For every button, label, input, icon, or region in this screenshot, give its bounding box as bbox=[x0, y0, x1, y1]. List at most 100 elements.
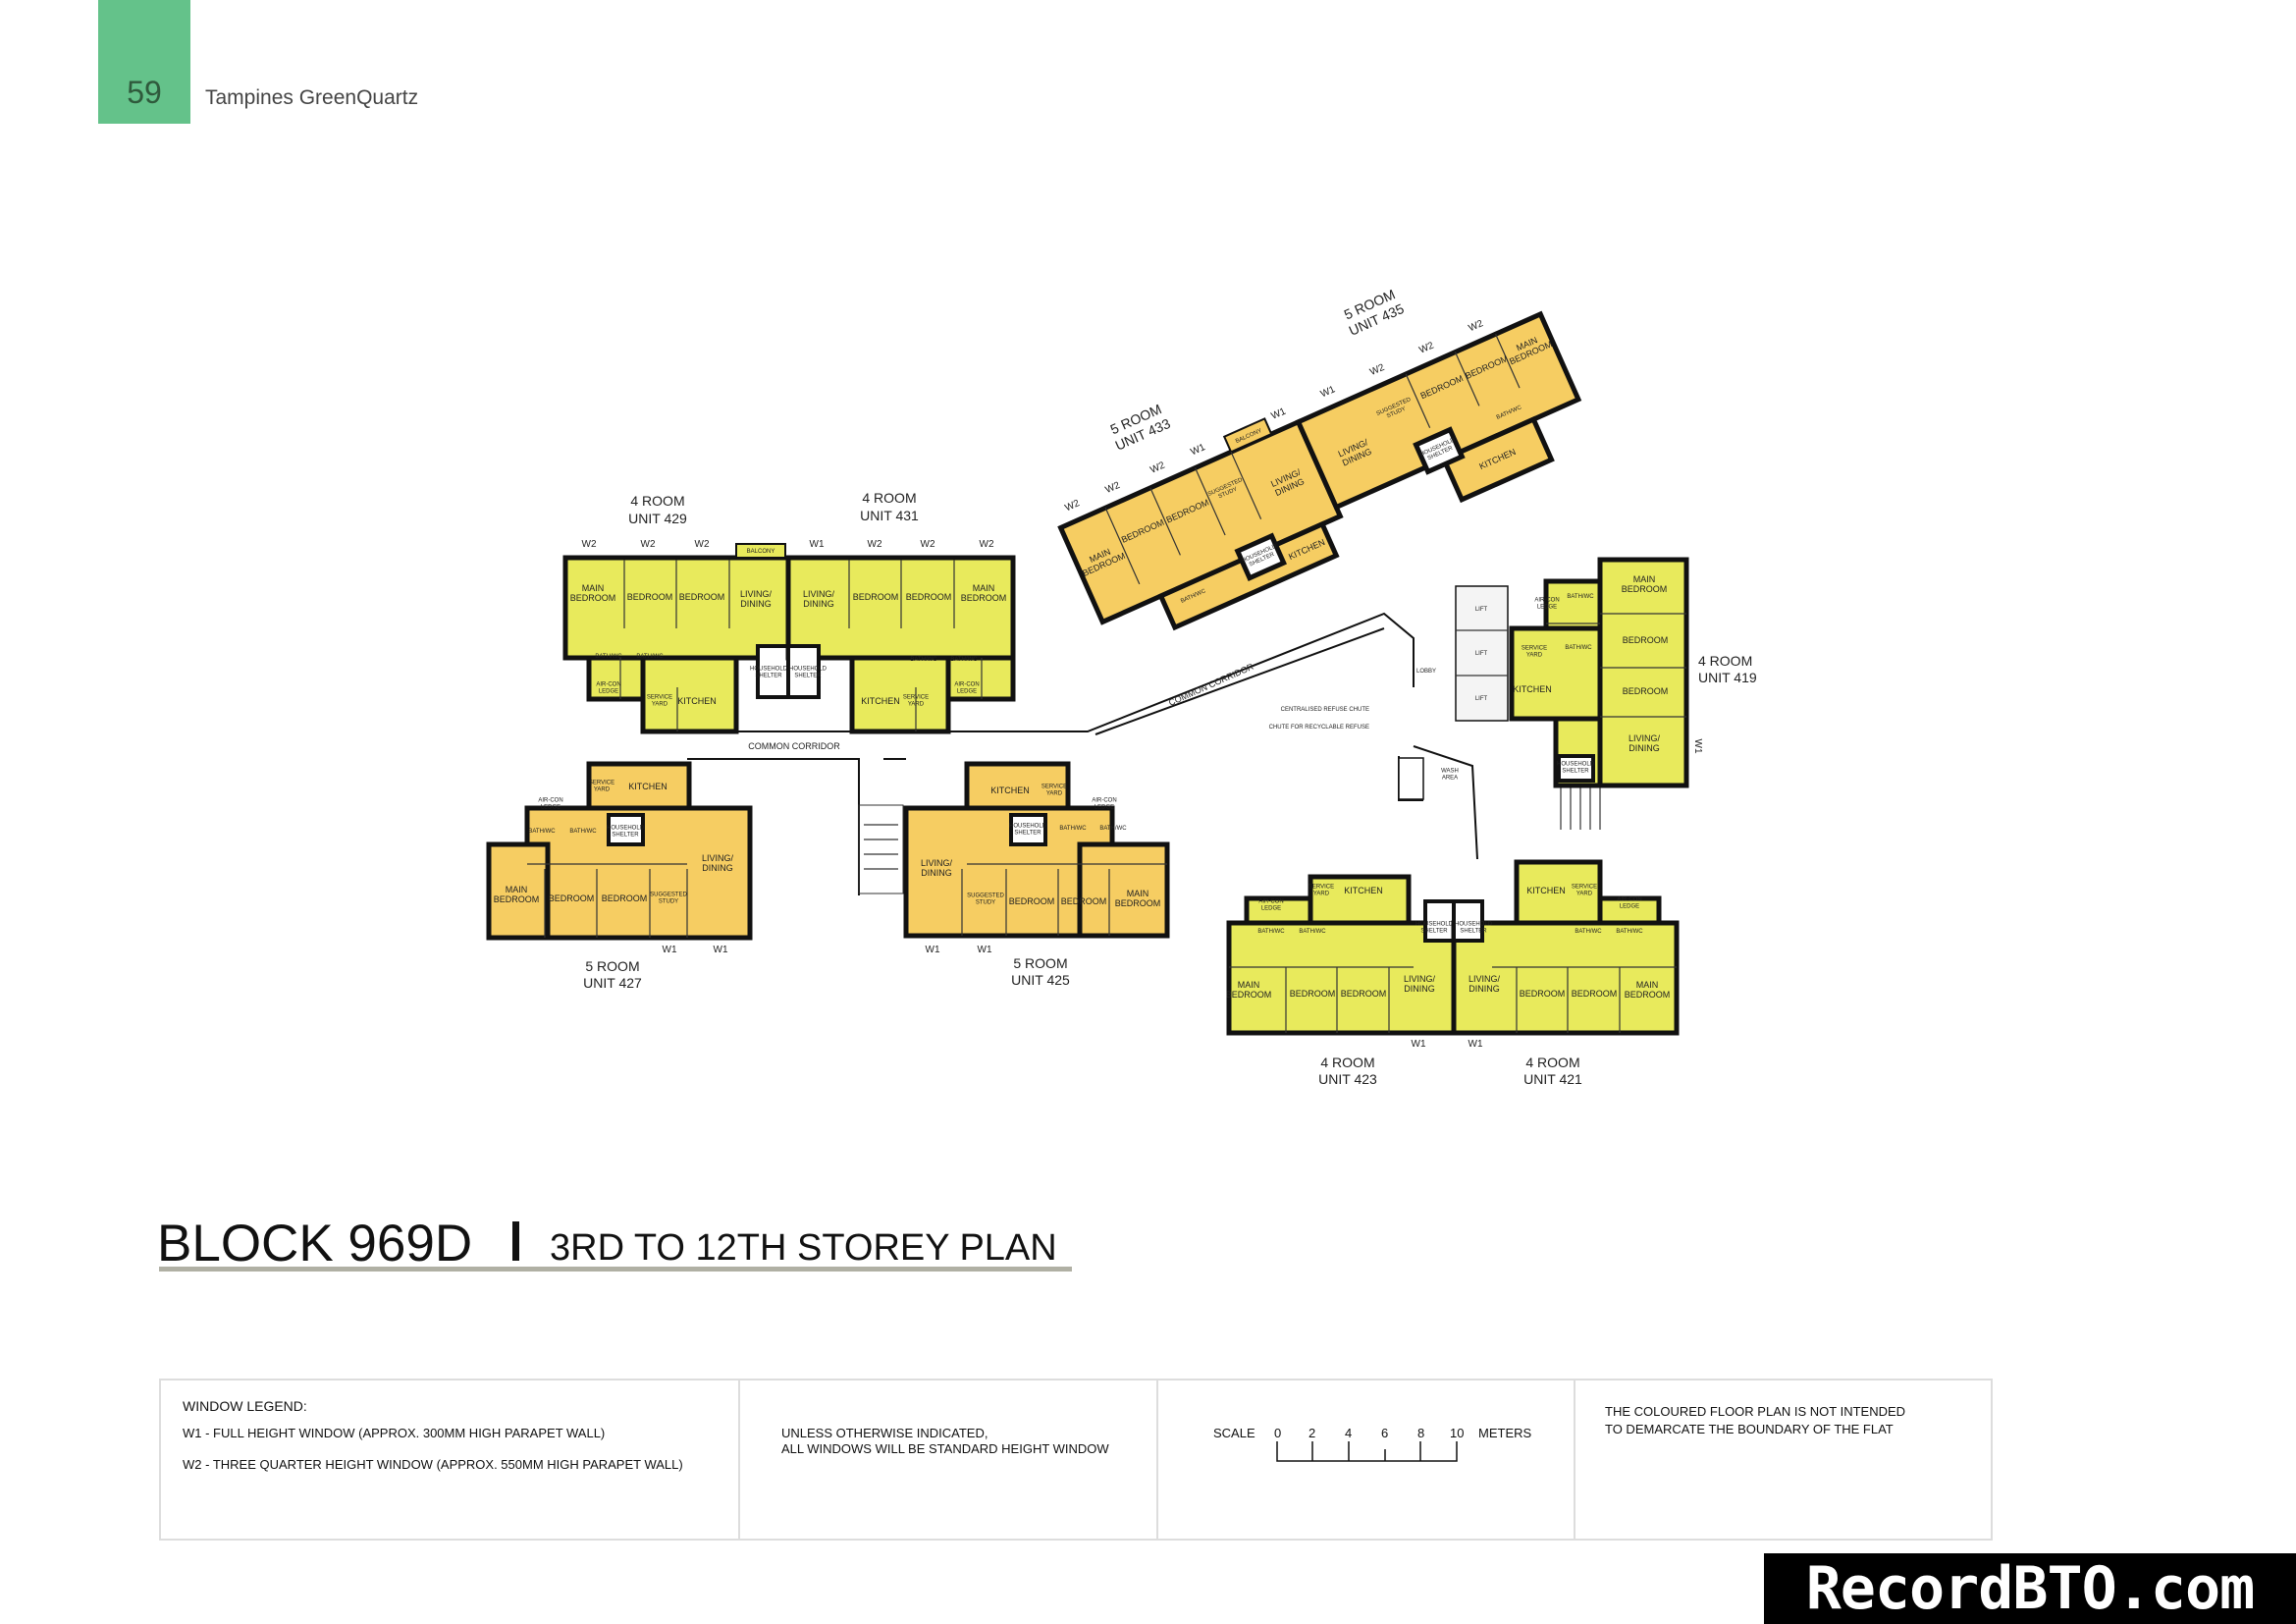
unit-number: UNIT 421 bbox=[1523, 1071, 1582, 1087]
room-label: W2 bbox=[921, 539, 935, 550]
room-label: BATH/WC bbox=[1565, 645, 1592, 651]
room-label: BATH/WC bbox=[1257, 929, 1285, 935]
room-label: W2 bbox=[1104, 480, 1123, 496]
room-label: W1 bbox=[926, 945, 940, 955]
unit-number: UNIT 423 bbox=[1318, 1071, 1377, 1087]
room-label: W2 bbox=[582, 539, 597, 550]
disclaimer-line-2: TO DEMARCATE THE BOUNDARY OF THE FLAT bbox=[1605, 1422, 1894, 1436]
room-label: BEDROOM bbox=[1009, 896, 1055, 906]
room-label: BATH/WC bbox=[595, 654, 622, 660]
unit-type: 4 ROOM bbox=[862, 490, 916, 506]
room-label: LIFT bbox=[1475, 651, 1488, 657]
legend-box: WINDOW LEGEND: W1 - FULL HEIGHT WINDOW (… bbox=[159, 1379, 1993, 1541]
room-label: CENTRALISED REFUSE CHUTE bbox=[1281, 707, 1369, 713]
room-label: BATH/WC bbox=[1616, 929, 1643, 935]
unit-number: UNIT 427 bbox=[583, 975, 642, 991]
room-label: W2 bbox=[641, 539, 656, 550]
room-label: BEDROOM bbox=[679, 592, 725, 602]
document-title: Tampines GreenQuartz bbox=[205, 86, 419, 109]
room-label: KITCHEN bbox=[677, 696, 717, 706]
common-corridor-label: COMMON CORRIDOR bbox=[1167, 661, 1255, 707]
window-note-line-2: ALL WINDOWS WILL BE STANDARD HEIGHT WIND… bbox=[781, 1441, 1109, 1456]
room-label: BEDROOM bbox=[1623, 635, 1669, 645]
room-label: BEDROOM bbox=[1572, 989, 1618, 999]
room-label: KITCHEN bbox=[1526, 886, 1566, 895]
room-label: BEDROOM bbox=[602, 893, 648, 903]
room-label: BEDROOM bbox=[1061, 896, 1107, 906]
room-label: W1 bbox=[1468, 1039, 1483, 1050]
room-label: LOBBY bbox=[1416, 669, 1436, 675]
room-label: W1 bbox=[1412, 1039, 1426, 1050]
page-number-badge: 59 bbox=[98, 0, 190, 124]
room-label: KITCHEN bbox=[628, 782, 667, 791]
room-label: BEDROOM bbox=[853, 592, 899, 602]
room-label: W2 bbox=[868, 539, 882, 550]
unit-type: 4 ROOM bbox=[630, 493, 684, 509]
room-label: W1 bbox=[714, 945, 728, 955]
scale-tick: 10 bbox=[1450, 1426, 1465, 1440]
room-label: BEDROOM bbox=[627, 592, 673, 602]
room-label: LIVING/DINING bbox=[740, 589, 773, 609]
room-label: LIFT bbox=[1475, 607, 1488, 613]
window-legend-heading: WINDOW LEGEND: bbox=[183, 1398, 307, 1414]
room-label: W1 bbox=[1270, 406, 1289, 421]
room-label: BEDROOM bbox=[1623, 686, 1669, 696]
room-label: W2 bbox=[1368, 362, 1387, 378]
room-label: BATH/WC bbox=[950, 657, 978, 663]
unit-number: UNIT 425 bbox=[1011, 972, 1070, 988]
room-label: LIVING/DINING bbox=[803, 589, 835, 609]
room-label: BATH/WC bbox=[636, 654, 664, 660]
window-legend-w1: W1 - FULL HEIGHT WINDOW (APPROX. 300MM H… bbox=[183, 1426, 606, 1440]
room-label: W2 bbox=[695, 539, 710, 550]
room-label: BEDROOM bbox=[549, 893, 595, 903]
units-433-435: W2 W2 W2 W1 W1 W1 W2 W2 W2 5 ROOM UNIT 4… bbox=[1057, 286, 1582, 631]
room-label: W1 bbox=[1319, 384, 1338, 400]
unit-type: 5 ROOM bbox=[585, 958, 639, 974]
room-label: W1 bbox=[810, 539, 825, 550]
room-label: W2 bbox=[1063, 498, 1082, 514]
room-label: W2 bbox=[1468, 318, 1486, 334]
scale-tick: 2 bbox=[1308, 1426, 1316, 1440]
unit-number: UNIT 419 bbox=[1698, 670, 1757, 685]
unit-431: W1 W2 W2 W2 4 ROOM UNIT 431 LIVING/DININ… bbox=[785, 490, 1016, 734]
title-underline bbox=[159, 1267, 1072, 1272]
room-label: W1 bbox=[978, 945, 992, 955]
room-label: BATH/WC bbox=[1567, 594, 1594, 600]
unit-number: UNIT 431 bbox=[860, 508, 919, 523]
scale-tick: 4 bbox=[1345, 1426, 1353, 1440]
window-note-line-1: UNLESS OTHERWISE INDICATED, bbox=[781, 1426, 988, 1440]
room-label: BATH/WC bbox=[1299, 929, 1326, 935]
room-label: KITCHEN bbox=[1513, 684, 1552, 694]
window-legend-w2: W2 - THREE QUARTER HEIGHT WINDOW (APPROX… bbox=[183, 1457, 683, 1472]
block-title: BLOCK 969D bbox=[157, 1215, 473, 1272]
unit-type: 4 ROOM bbox=[1525, 1055, 1579, 1070]
room-label: KITCHEN bbox=[861, 696, 900, 706]
room-label: BALCONY bbox=[747, 549, 775, 555]
